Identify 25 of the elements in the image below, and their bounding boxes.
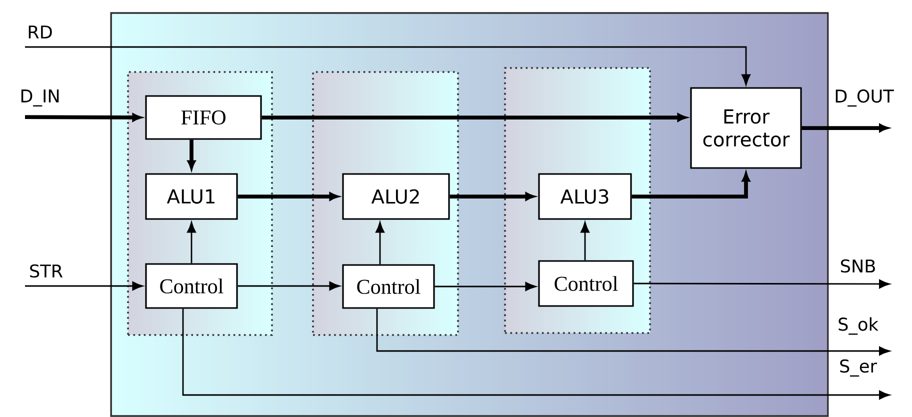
arrow — [434, 282, 536, 291]
signal-label: STR — [27, 262, 65, 280]
block-box: Control — [145, 263, 238, 309]
signal-label: S_er — [837, 358, 879, 378]
arrow — [634, 280, 890, 288]
signal-label: D_OUT — [832, 88, 896, 108]
arrow — [25, 282, 144, 290]
arrow — [25, 46, 750, 86]
block-box: Control — [342, 264, 435, 309]
block-box: Error corrector — [690, 87, 802, 169]
signal-label: D_IN — [18, 88, 62, 108]
block-box: ALU2 — [342, 173, 450, 220]
signal-label: RD — [25, 24, 55, 40]
arrow — [182, 308, 890, 400]
arrow — [580, 222, 590, 260]
signal-label: S_ok — [836, 316, 880, 336]
arrow — [376, 308, 890, 356]
arrow — [238, 282, 340, 290]
block-box: ALU3 — [538, 173, 632, 220]
signal-label: SNB — [838, 258, 878, 274]
block-box: ALU1 — [145, 173, 238, 220]
block-box: Control — [538, 260, 634, 307]
arrow — [376, 222, 384, 264]
block-box: FIFO — [145, 95, 262, 140]
arrow — [187, 222, 196, 264]
